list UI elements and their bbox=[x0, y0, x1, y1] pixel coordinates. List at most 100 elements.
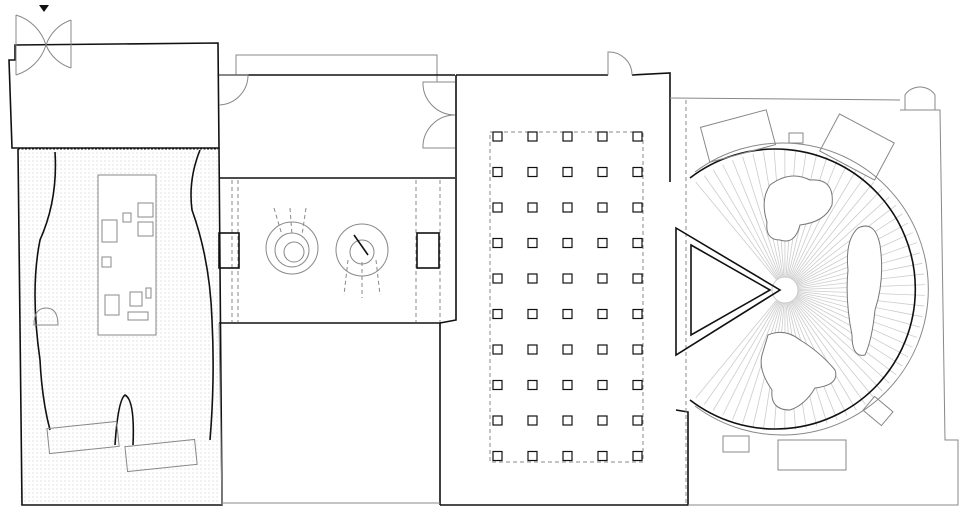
floor-ray bbox=[784, 159, 838, 291]
pillar bbox=[562, 415, 573, 426]
pillar bbox=[527, 166, 538, 178]
pillar bbox=[527, 308, 538, 320]
pillar bbox=[562, 237, 573, 249]
pillar bbox=[597, 166, 608, 178]
pillar bbox=[597, 131, 608, 142]
pillar bbox=[527, 131, 538, 142]
pillar bbox=[597, 379, 608, 391]
pillar-hall-door[interactable] bbox=[607, 51, 633, 76]
floor-ray bbox=[732, 289, 786, 420]
floor-ray bbox=[695, 181, 786, 291]
floor-ray bbox=[784, 196, 890, 291]
pillar bbox=[597, 237, 608, 249]
door-west[interactable] bbox=[218, 74, 249, 106]
pillar bbox=[597, 202, 608, 213]
pillar bbox=[632, 237, 643, 249]
pillar bbox=[597, 415, 608, 426]
curtain-right bbox=[190, 149, 214, 441]
pillar bbox=[632, 379, 643, 391]
floor-ray bbox=[784, 169, 857, 291]
pillar bbox=[562, 202, 573, 213]
triangle-wall bbox=[675, 226, 782, 357]
rotunda-wall bbox=[689, 148, 917, 430]
entry-room-walls bbox=[8, 42, 220, 149]
pillar bbox=[597, 273, 608, 284]
pillar bbox=[632, 415, 643, 426]
floor-ray bbox=[784, 188, 883, 291]
floor-ray bbox=[712, 289, 786, 411]
pier-east bbox=[416, 232, 440, 269]
entrance-marker-icon bbox=[39, 5, 49, 12]
pillar bbox=[562, 450, 573, 462]
pillar bbox=[562, 308, 573, 320]
floor-ray bbox=[732, 160, 786, 291]
left-gallery bbox=[8, 14, 223, 506]
floor-ray bbox=[695, 289, 786, 399]
pillar bbox=[597, 450, 608, 462]
pillar bbox=[492, 131, 503, 142]
floor-ray bbox=[712, 169, 786, 291]
pillar bbox=[492, 308, 503, 320]
pillar bbox=[492, 344, 503, 355]
pillar bbox=[492, 379, 503, 391]
pillar bbox=[597, 344, 608, 355]
door-east-1[interactable] bbox=[422, 81, 456, 116]
pillar bbox=[562, 166, 573, 178]
pillar bbox=[632, 450, 643, 462]
pillar-grid bbox=[492, 131, 643, 462]
pillar-grid-outline bbox=[489, 131, 644, 463]
floor-ray bbox=[784, 289, 890, 384]
pillar bbox=[527, 273, 538, 284]
pillar bbox=[527, 202, 538, 213]
pillar bbox=[527, 379, 538, 391]
floor-ray bbox=[784, 175, 866, 291]
display-table bbox=[97, 174, 157, 336]
sculpture-blob-east bbox=[846, 225, 883, 356]
pillar-hall-walls bbox=[439, 72, 689, 506]
pillar bbox=[632, 131, 643, 142]
pillar bbox=[527, 450, 538, 462]
pillar bbox=[492, 202, 503, 213]
floor-ray bbox=[784, 289, 866, 405]
floor-ray bbox=[784, 289, 883, 392]
floor-ray bbox=[784, 164, 848, 291]
pillar bbox=[562, 273, 573, 284]
bench-2 bbox=[124, 438, 198, 473]
pillar-hall bbox=[439, 51, 689, 506]
rotunda-door[interactable] bbox=[904, 86, 936, 110]
rotunda bbox=[669, 86, 959, 506]
bench-1 bbox=[46, 420, 120, 455]
sculpture-blob-north bbox=[763, 175, 833, 242]
pier-west bbox=[218, 232, 240, 269]
door-east-2[interactable] bbox=[422, 114, 456, 149]
floor-ray bbox=[742, 156, 786, 291]
left-hall-walls bbox=[17, 147, 223, 506]
pillar bbox=[632, 202, 643, 213]
pillar bbox=[492, 415, 503, 426]
pillar bbox=[527, 415, 538, 426]
entrance-door-right[interactable] bbox=[45, 19, 72, 69]
pillar bbox=[527, 237, 538, 249]
curtain-left bbox=[34, 151, 57, 431]
floor-ray bbox=[703, 289, 786, 405]
floor-ray bbox=[722, 289, 786, 416]
middle-section bbox=[218, 54, 456, 506]
pillar bbox=[632, 344, 643, 355]
floor-ray bbox=[784, 289, 909, 358]
floor-ray bbox=[722, 164, 786, 291]
pillar bbox=[632, 308, 643, 320]
pillar bbox=[492, 237, 503, 249]
middle-room-walls bbox=[219, 74, 455, 179]
floor-ray bbox=[784, 289, 875, 399]
floor-ray bbox=[784, 289, 903, 367]
floor-ray bbox=[784, 204, 897, 291]
floor-ray bbox=[784, 181, 875, 291]
sculpture-blob-south bbox=[760, 331, 837, 411]
pillar bbox=[632, 166, 643, 178]
pillar bbox=[492, 166, 503, 178]
pillar bbox=[597, 308, 608, 320]
floor-ray bbox=[784, 289, 857, 411]
pillar bbox=[492, 450, 503, 462]
floor-ray bbox=[784, 213, 903, 291]
